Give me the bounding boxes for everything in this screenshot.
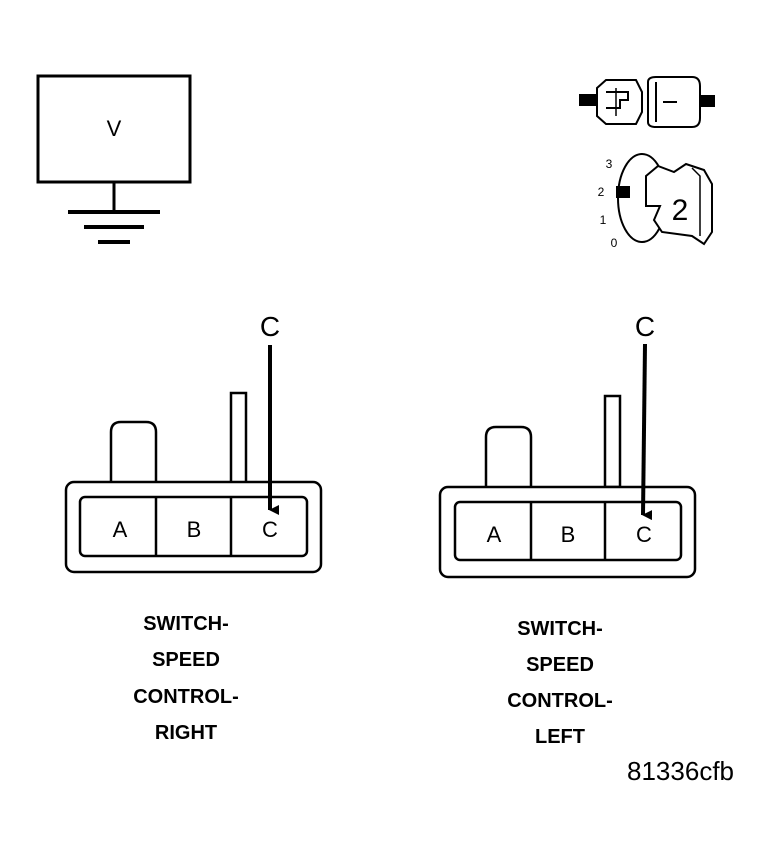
disconnect-connector-icon — [579, 76, 715, 128]
pin-c-label: C — [636, 522, 652, 547]
caption-line: SPEED — [526, 654, 594, 676]
connector-left: A B C C SWITCH- SPEED CONTROL- LEFT — [438, 311, 697, 748]
connector-right: A B C C SWITCH- SPEED CONTROL- RIGHT — [64, 311, 323, 744]
caption-line: CONTROL- — [507, 690, 613, 712]
callout-label: C — [635, 311, 655, 342]
pin-a-label: A — [487, 522, 502, 547]
caption-line: RIGHT — [155, 722, 217, 744]
caption-line: SPEED — [152, 649, 220, 671]
pin-c-label: C — [262, 517, 278, 542]
caption-line: SWITCH- — [517, 618, 603, 640]
figure-id: 81336cfb — [627, 756, 734, 786]
key-position-selected: 2 — [672, 194, 689, 227]
caption-line: SWITCH- — [143, 613, 229, 635]
probe-arrow — [641, 343, 653, 521]
svg-text:1: 1 — [600, 213, 607, 227]
svg-text:0: 0 — [611, 236, 618, 250]
voltmeter-label: V — [107, 116, 122, 141]
pin-b-label: B — [561, 522, 576, 547]
svg-text:3: 3 — [606, 157, 613, 171]
voltmeter-symbol: V — [36, 74, 192, 244]
ground-icon — [68, 210, 160, 244]
caption-line: CONTROL- — [133, 686, 239, 708]
callout-label: C — [260, 311, 280, 342]
pin-a-label: A — [113, 517, 128, 542]
svg-text:2: 2 — [598, 185, 605, 199]
pin-b-label: B — [187, 517, 202, 542]
ignition-key-icon: 3 2 1 0 2 — [598, 153, 713, 250]
caption-line: LEFT — [535, 726, 585, 748]
